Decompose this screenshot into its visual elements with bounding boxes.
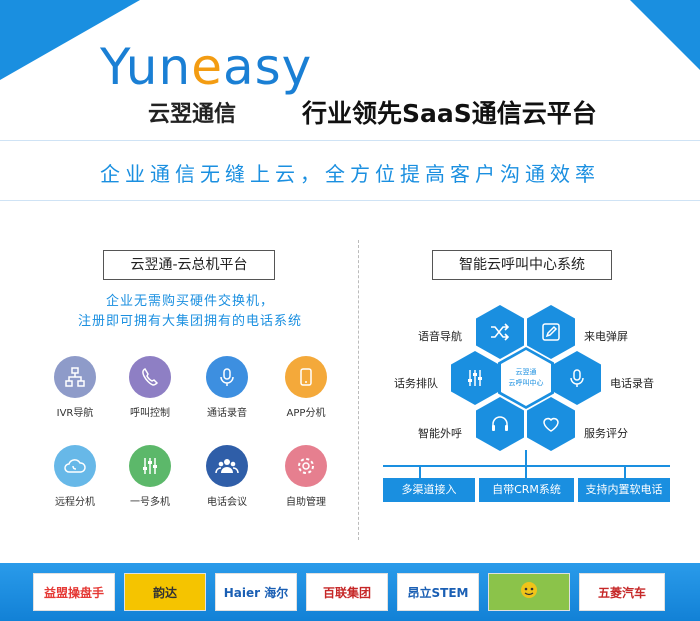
- hex-rating: [527, 397, 575, 451]
- feature-call-control: 呼叫控制: [110, 356, 190, 419]
- feature-label: APP分机: [286, 408, 326, 419]
- logo-e: e: [191, 38, 223, 96]
- label-rating: 服务评分: [584, 427, 628, 440]
- center-line1: 云翌通: [515, 368, 537, 376]
- ivr-tree-icon: [54, 356, 96, 398]
- feature-recording: 通话录音: [187, 356, 267, 419]
- section-divider: [358, 240, 359, 540]
- divider-top: [0, 140, 700, 141]
- label-recording: 电话录音: [610, 377, 654, 390]
- brand-name-cn: 云翌通信: [148, 102, 237, 127]
- left-desc-line1: 企业无需购买硬件交换机，: [105, 294, 274, 309]
- feature-label: 自助管理: [286, 497, 326, 508]
- feature-label: 电话会议: [207, 497, 247, 508]
- feature-label: 通话录音: [207, 408, 247, 419]
- mascot-icon: [521, 582, 537, 598]
- partner-logo-haier: Haier 海尔: [215, 573, 297, 611]
- feature-one-number: 一号多机: [110, 445, 190, 508]
- group-icon: [206, 445, 248, 487]
- partner-logo-yunda: 韵达: [124, 573, 206, 611]
- hex-voice-nav: [476, 305, 524, 359]
- label-popup: 来电弹屏: [584, 330, 628, 343]
- hex-queue: [451, 351, 499, 405]
- label-voice-nav: 语音导航: [418, 330, 462, 343]
- right-section-title: 智能云呼叫中心系统: [432, 250, 612, 280]
- phone-icon: [129, 356, 171, 398]
- feature-label: 远程分机: [55, 497, 95, 508]
- feature-app-ext: APP分机: [266, 356, 346, 419]
- label-queue: 话务排队: [394, 377, 438, 390]
- sliders-icon: [468, 370, 482, 386]
- hex-outbound: [476, 397, 524, 451]
- brand-logo: Yuneasy: [100, 38, 312, 96]
- corner-decoration-right: [630, 0, 700, 70]
- gear-icon: [285, 445, 327, 487]
- microphone-icon: [570, 369, 584, 387]
- cloud-phone-icon: [54, 445, 96, 487]
- connector-middle: [525, 450, 527, 479]
- microphone-icon: [206, 356, 248, 398]
- divider-bottom: [0, 200, 700, 201]
- partner-logo-yimeng: 益盟操盘手: [33, 573, 115, 611]
- edit-icon: [542, 323, 560, 341]
- connector-right: [624, 465, 626, 479]
- feature-label: 呼叫控制: [130, 408, 170, 419]
- partner-logo-angli: 昂立STEM: [397, 573, 479, 611]
- heart-icon: [543, 417, 559, 432]
- label-outbound: 智能外呼: [418, 427, 462, 440]
- feature-tab-crm: 自带CRM系统: [479, 478, 574, 502]
- shuffle-icon: [491, 323, 510, 341]
- hex-recording: [553, 351, 601, 405]
- hex-popup: [527, 305, 575, 359]
- feature-self-service: 自助管理: [266, 445, 346, 508]
- subtitle: 企业通信无缝上云，全方位提高客户沟通效率: [100, 162, 600, 186]
- tagline: 行业领先SaaS通信云平台: [302, 99, 597, 128]
- center-line2: 云呼叫中心: [508, 379, 544, 387]
- partner-logo-green: [488, 573, 570, 611]
- sliders-icon: [129, 445, 171, 487]
- feature-remote-ext: 远程分机: [35, 445, 115, 508]
- feature-tab-softphone: 支持内置软电话: [578, 478, 670, 502]
- feature-conference: 电话会议: [187, 445, 267, 508]
- left-section-title: 云翌通-云总机平台: [103, 250, 275, 280]
- feature-tab-multichannel: 多渠道接入: [383, 478, 475, 502]
- feature-label: IVR导航: [56, 408, 94, 419]
- feature-label: 一号多机: [130, 497, 170, 508]
- partner-logo-wuling: 五菱汽车: [579, 573, 665, 611]
- headset-icon: [492, 416, 508, 431]
- corner-decoration-left: [0, 0, 140, 80]
- left-desc-line2: 注册即可拥有大集团拥有的电话系统: [77, 314, 302, 329]
- mobile-icon: [285, 356, 327, 398]
- partner-logo-bailian: 百联集团: [306, 573, 388, 611]
- connector-left: [419, 465, 421, 479]
- logo-suffix: asy: [222, 38, 313, 96]
- feature-ivr: IVR导航: [35, 356, 115, 419]
- logo-prefix: Yun: [100, 38, 192, 96]
